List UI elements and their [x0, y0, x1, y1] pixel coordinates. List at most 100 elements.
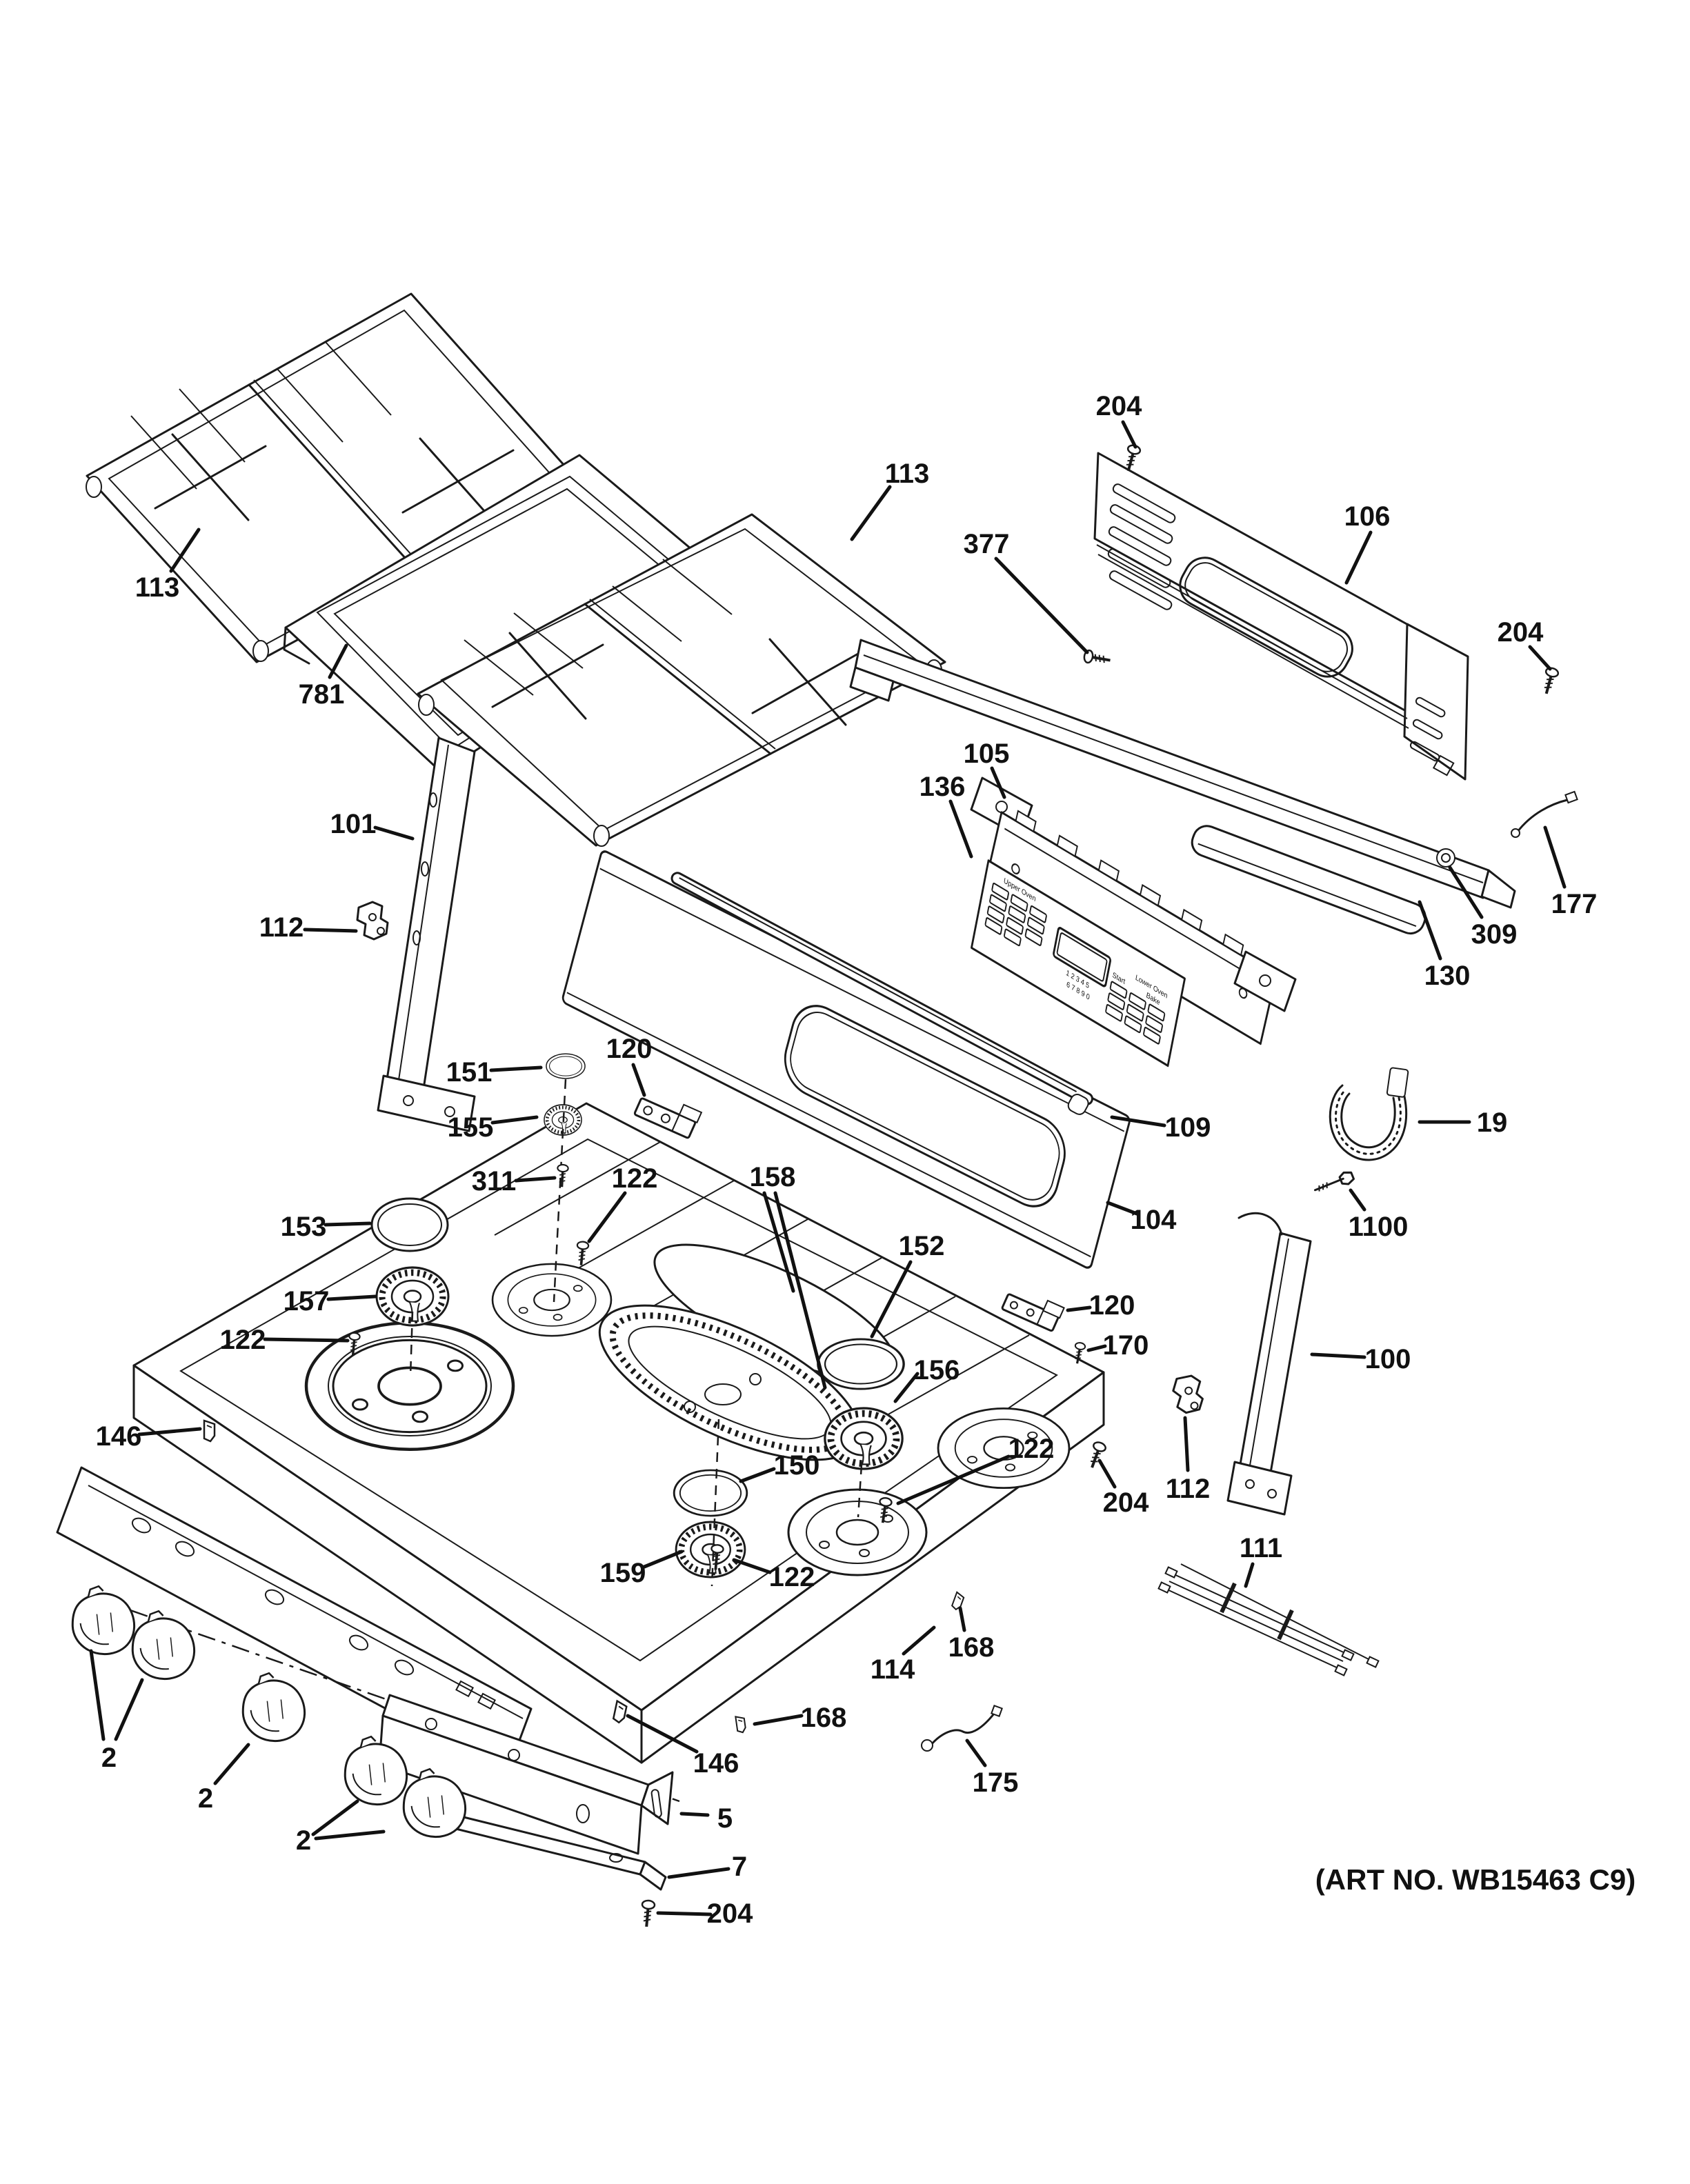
leader-line — [311, 1799, 359, 1836]
callout-114-40: 114 — [871, 1625, 936, 1685]
callout-120-27: 120 — [1066, 1290, 1135, 1321]
callout-112-35: 112 — [1166, 1416, 1210, 1504]
leader-line — [1121, 420, 1137, 449]
leader-line — [896, 1454, 1011, 1505]
part-number-label: 153 — [281, 1212, 327, 1242]
callout-177-11: 177 — [1543, 825, 1597, 919]
callout-2-47: 2 — [296, 1799, 386, 1856]
wire-hose — [1329, 1067, 1409, 1161]
callout-122-29: 122 — [220, 1325, 350, 1355]
callout-168-41: 168 — [948, 1606, 994, 1663]
leader-line — [626, 1714, 699, 1754]
callout-151-14: 151 — [446, 1057, 543, 1088]
leader-line — [114, 1678, 144, 1741]
membrane-keypad: Upper Oven 1 2 3 4 5 6 7 8 9 0 Lower Ove… — [971, 859, 1186, 1068]
leader-line — [990, 766, 1006, 799]
leader-line — [490, 1115, 539, 1125]
art-number: (ART NO. WB15463 C9) — [1315, 1863, 1636, 1896]
leader-line — [893, 1372, 919, 1403]
part-number-label: 146 — [96, 1421, 142, 1452]
leader-line — [642, 1550, 684, 1569]
axis-right-front — [857, 1464, 863, 1518]
part-number-label: 130 — [1424, 961, 1471, 991]
leader-line — [1528, 645, 1552, 671]
leader-line — [514, 1176, 557, 1183]
callout-155-15: 155 — [448, 1112, 539, 1143]
axis-left-rear — [553, 1079, 567, 1303]
part-number-label: 151 — [446, 1057, 493, 1088]
ground-wire — [1511, 790, 1578, 838]
control-knob-3 — [235, 1666, 311, 1748]
leader-line — [169, 528, 201, 573]
burner-head-159 — [676, 1522, 745, 1577]
callout-113-0: 113 — [135, 528, 201, 603]
part-number-label: 204 — [1498, 617, 1544, 648]
burner-cap-151 — [546, 1053, 586, 1079]
callout-175-50: 175 — [965, 1739, 1018, 1798]
maintop — [132, 1102, 1105, 1764]
leader-line — [656, 1911, 713, 1916]
leader-line — [1110, 1115, 1166, 1128]
leader-line — [314, 1830, 386, 1841]
callout-122-18: 122 — [587, 1163, 657, 1243]
leader-line — [667, 1867, 730, 1879]
burner-cap-153 — [370, 1197, 449, 1252]
part-number-label: 311 — [472, 1166, 517, 1196]
part-number-label: 158 — [750, 1162, 796, 1192]
leader-line — [948, 799, 973, 859]
control-knob-2 — [124, 1604, 201, 1686]
callout-136-8: 136 — [919, 772, 973, 859]
part-number-label: 122 — [220, 1325, 266, 1355]
part-number-label: 19 — [1477, 1108, 1508, 1138]
callout-113-2: 113 — [850, 459, 929, 541]
leader-line — [732, 1558, 772, 1574]
callout-111-37: 111 — [1240, 1533, 1282, 1588]
leader-line — [324, 1221, 372, 1227]
callout-204-3: 204 — [1096, 391, 1142, 449]
leader-line — [1086, 1344, 1107, 1352]
rear-trim-bar — [1191, 825, 1426, 935]
callout-122-33: 122 — [896, 1434, 1054, 1505]
membrane-display-window — [1053, 927, 1111, 988]
burner-cap-150 — [673, 1469, 748, 1517]
callout-112-13: 112 — [259, 912, 358, 943]
callout-170-28: 170 — [1086, 1330, 1149, 1361]
callout-146-32: 146 — [96, 1421, 202, 1452]
callout-106-4: 106 — [1344, 501, 1391, 585]
callout-120-16: 120 — [606, 1034, 652, 1097]
part-number-label: 204 — [707, 1899, 753, 1929]
burner-base-left-rear — [491, 1263, 613, 1337]
part-number-label: 106 — [1344, 501, 1391, 532]
leader-line — [773, 1191, 827, 1390]
leader-line — [1244, 1562, 1255, 1588]
valve-bracket-right — [1172, 1374, 1204, 1414]
part-number-label: 152 — [899, 1231, 945, 1261]
part-number-label: 377 — [964, 529, 1010, 559]
callout-158-19: 158 — [750, 1162, 827, 1390]
part-number-label: 111 — [1240, 1533, 1282, 1563]
part-number-label: 105 — [964, 739, 1010, 769]
part-number-label: 136 — [919, 772, 966, 802]
callout-204-34: 204 — [1097, 1459, 1149, 1518]
axis-oval-burner — [710, 1419, 720, 1587]
part-number-label: 5 — [717, 1803, 733, 1834]
leader-line — [489, 1065, 543, 1072]
leader-line — [870, 1260, 913, 1339]
leader-line — [902, 1625, 936, 1656]
callout-377-6: 377 — [964, 529, 1089, 654]
part-number-label: 309 — [1471, 919, 1518, 950]
leader-line — [965, 1739, 987, 1767]
callout-781-1: 781 — [299, 643, 348, 710]
callout-2-45: 2 — [198, 1743, 250, 1814]
part-number-label: 1100 — [1349, 1212, 1409, 1242]
callout-109-20: 109 — [1110, 1112, 1211, 1143]
screw-204-bottom — [639, 1899, 657, 1929]
control-knob-1 — [64, 1579, 141, 1661]
clip-168-front — [735, 1714, 747, 1734]
callout-152-25: 152 — [870, 1231, 945, 1339]
control-panel-trim — [670, 872, 1093, 1115]
part-number-label: 157 — [284, 1286, 330, 1316]
leader-line — [1349, 1188, 1366, 1212]
